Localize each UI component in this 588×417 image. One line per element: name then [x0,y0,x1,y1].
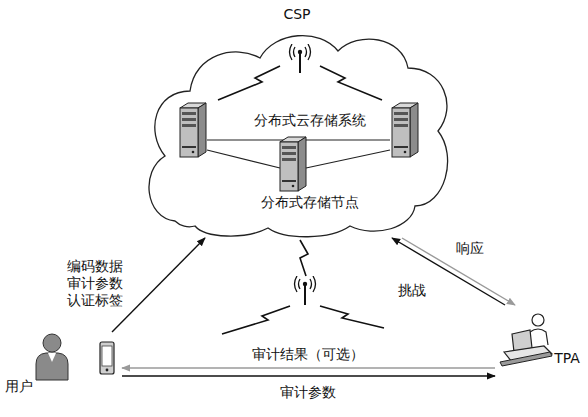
edge-label: 挑战 [397,282,427,299]
server [392,103,418,157]
edge-label: 审计结果（可选） [251,346,365,363]
antenna [290,44,311,73]
tpa-icon [500,314,552,366]
user-actor: 用户 [3,332,122,402]
edge-label: 编码数据 审计参数 认证标签 [65,258,125,309]
system-label: 分布式云存储系统 [254,112,366,128]
antenna [295,276,316,305]
connector-arrow [122,375,495,376]
cloud-shape [149,36,448,237]
node-label: 分布式存储节点 [261,194,359,210]
actor-label: TPA [554,350,580,366]
server [180,103,206,157]
edge-label: 响应 [455,240,485,257]
connector-arrow [392,238,505,305]
actor-label: 用户 [5,378,33,394]
server [280,137,306,191]
edge-label: 审计参数 [279,384,337,401]
connector-arrow [122,367,495,368]
user-icon [36,334,68,380]
tpa-actor: TPA [495,305,585,380]
cloud-region: CSP 分布式云存储系统分布式存储节点 [140,6,455,238]
connector-arrow [112,238,205,332]
phone-icon [100,342,114,374]
cloud-title: CSP [283,6,310,22]
wireless-bolts [218,66,384,334]
